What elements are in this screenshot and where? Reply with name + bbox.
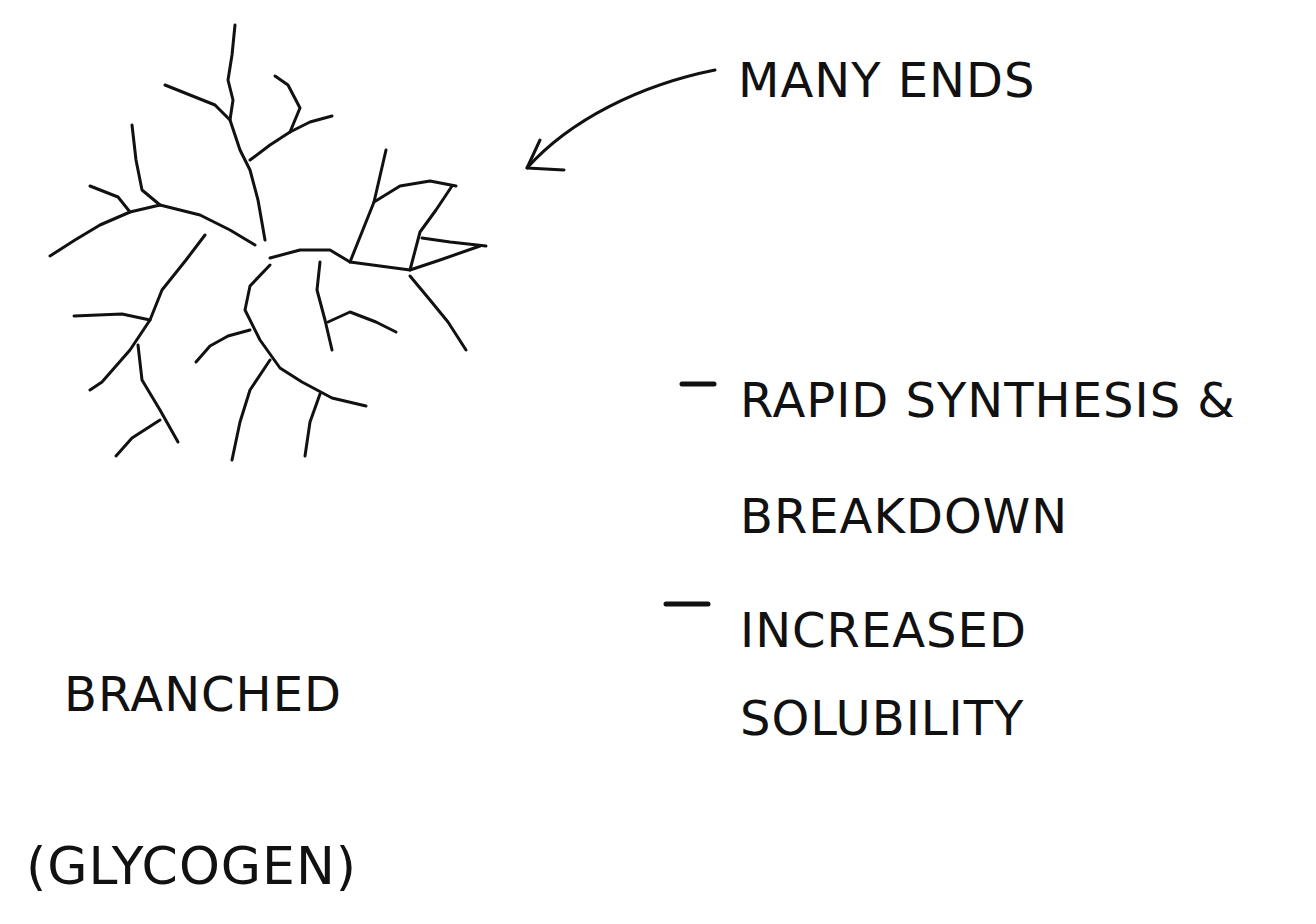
bullet-dash (682, 382, 714, 387)
callout-note: MANY ENDS (738, 50, 1035, 110)
molecule-name: (GLYCOGEN) (26, 834, 357, 898)
bullet-dash (666, 602, 708, 607)
property-note: RAPID SYNTHESIS & BREAKDOWN (740, 342, 1306, 574)
structure-label: BRANCHED (64, 664, 342, 724)
branched-molecule (50, 25, 486, 460)
leader-arrow (527, 70, 715, 170)
property-note: INCREASED SOLUBILITY (740, 586, 1240, 762)
